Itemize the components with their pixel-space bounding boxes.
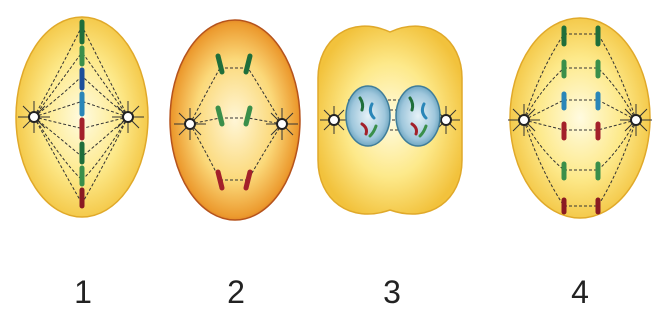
cell-4-prometaphase: [508, 17, 652, 219]
cell-4-membrane: [509, 17, 651, 219]
panel-label-1: 1: [74, 274, 92, 310]
cell-1-aster-left: [18, 101, 50, 133]
cell-2-aster-left: [174, 108, 206, 140]
cell-4-aster-right: [620, 104, 652, 136]
cell-4-aster-left: [508, 104, 540, 136]
cell-4-spindle: [523, 33, 637, 207]
cell-3-nucleus-left: [345, 85, 391, 147]
cell-3-telophase: [317, 25, 463, 215]
panel-label-4: 4: [571, 274, 589, 310]
cell-3-nucleus-right: [395, 85, 441, 147]
panel-label-3: 3: [383, 274, 401, 310]
cell-2-chromosomes: [215, 53, 253, 191]
cell-4-chromosomes: [561, 25, 601, 215]
cell-1-metaphase: [15, 16, 149, 218]
cell-2-membrane: [169, 19, 301, 221]
panel-label-2: 2: [227, 274, 245, 310]
cell-1-aster-right: [112, 101, 144, 133]
cell-1-membrane: [15, 16, 149, 218]
cell-2-aster-right: [266, 108, 298, 140]
cell-3-aster-left: [320, 106, 348, 134]
cell-2-anaphase: [169, 19, 301, 221]
cell-3-chromatin: [358, 96, 428, 138]
